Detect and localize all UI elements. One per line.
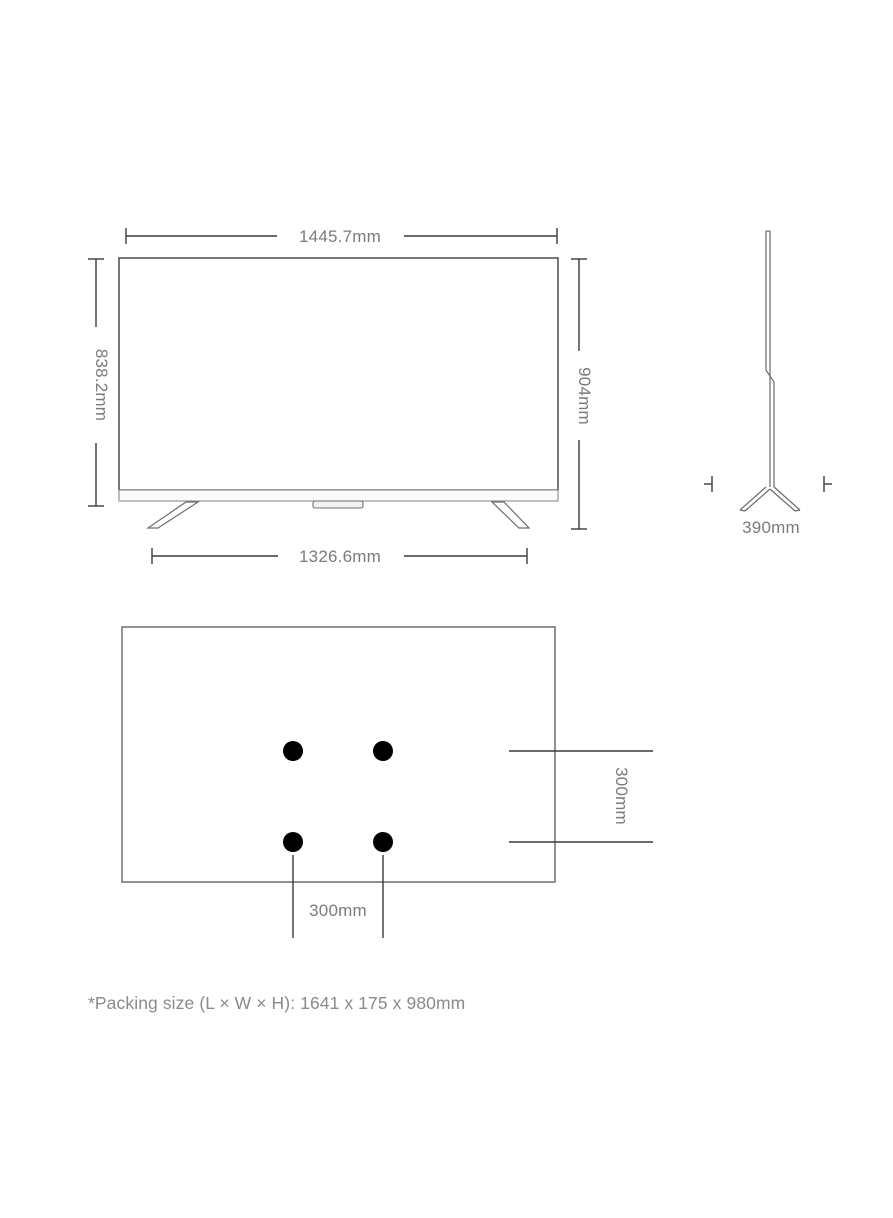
vesa-vertical-label: 300mm <box>612 767 631 825</box>
front-width-dimension: 1445.7mm <box>125 227 558 246</box>
front-overall-height-label: 904mm <box>575 367 594 425</box>
vesa-vertical-dimension: 300mm <box>509 750 653 843</box>
stand-base-left-arm-outer <box>739 486 767 511</box>
front-overall-height-dimension: 904mm <box>571 258 594 530</box>
side-depth-label: 390mm <box>742 518 800 537</box>
packing-size-note: *Packing size (L × W × H): 1641 x 175 x … <box>88 993 465 1013</box>
side-depth-dimension: 390mm <box>704 476 832 537</box>
ir-receiver-tab <box>312 500 364 509</box>
vesa-hole-bottom-right <box>373 832 393 852</box>
tv-screen-panel <box>118 257 559 491</box>
stand-base-right-tip <box>794 509 801 512</box>
vesa-hole-top-left <box>283 741 303 761</box>
rear-view-group: 300mm 300mm <box>121 626 653 938</box>
tv-bottom-bezel <box>118 489 559 502</box>
front-view-group: 1445.7mm 838.2mm 904mm <box>88 227 594 566</box>
front-width-label: 1445.7mm <box>299 227 381 246</box>
rear-panel-outline <box>121 626 556 883</box>
front-stand-span-label: 1326.6mm <box>299 547 381 566</box>
vesa-horizontal-label: 300mm <box>309 901 367 920</box>
side-view-group: 390mm <box>704 230 832 537</box>
stand-neck-profile <box>765 369 775 487</box>
stand-base-left-tip <box>739 509 746 512</box>
stand-base-right-arm-inner <box>769 488 796 512</box>
stand-base-right-arm-outer <box>773 486 801 511</box>
vesa-hole-bottom-left <box>283 832 303 852</box>
stand-foot-left <box>146 501 201 529</box>
vesa-horizontal-dimension: 300mm <box>292 855 384 938</box>
front-stand-span-dimension: 1326.6mm <box>151 547 528 566</box>
stand-base-left-arm-inner <box>744 488 771 512</box>
vesa-hole-top-right <box>373 741 393 761</box>
stand-foot-right <box>490 501 531 529</box>
front-panel-height-dimension: 838.2mm <box>88 258 111 507</box>
front-panel-height-label: 838.2mm <box>92 349 111 421</box>
